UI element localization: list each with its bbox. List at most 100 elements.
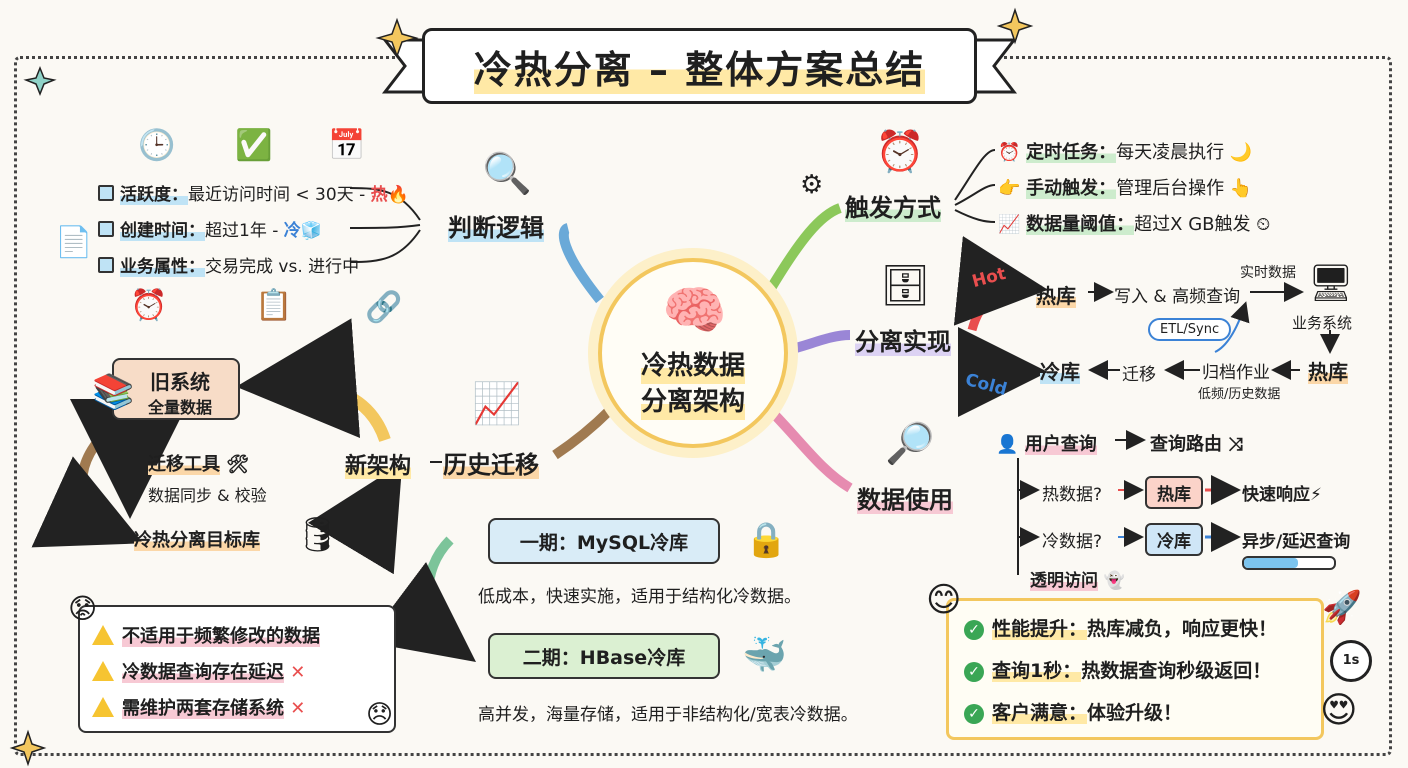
hot-question: 热数据? bbox=[1042, 485, 1103, 505]
clock-icon: ⏰ bbox=[998, 142, 1021, 163]
trigger-item-threshold: 📈 数据量阈值：超过X GB触发 ⏲ bbox=[998, 214, 1271, 235]
usage-hot-db: 热库 bbox=[1145, 476, 1203, 509]
hot-db-label: 热库 bbox=[1036, 284, 1076, 308]
new-arch: 新架构 bbox=[345, 454, 412, 479]
async-progress-bar bbox=[1242, 556, 1336, 570]
branch-migration bbox=[552, 406, 614, 460]
branch-icon: ⤨ bbox=[1228, 434, 1243, 455]
warning-item: 不适用于频繁修改的数据 bbox=[92, 622, 320, 648]
clipboard-icon: 📋 bbox=[255, 288, 293, 323]
center-label: 冷热数据 分离架构 bbox=[602, 348, 784, 420]
tools-icon: 🛠 bbox=[226, 454, 250, 475]
async-progress-fill bbox=[1244, 558, 1298, 568]
document-icon: 📄 bbox=[55, 225, 93, 260]
user-icon: 👤 bbox=[996, 434, 1019, 455]
judge-item-activity: 活跃度：最近访问时间 < 30天 - 热🔥 bbox=[98, 180, 409, 205]
query-route: 查询路由 ⤨ bbox=[1150, 434, 1243, 455]
warning-icon bbox=[92, 661, 114, 681]
center-node: 🧠 冷热数据 分离架构 bbox=[598, 258, 788, 448]
fast-response: 快速响应⚡ bbox=[1242, 485, 1322, 505]
trigger-item-manual: 👉 手动触发：管理后台操作 👆 bbox=[998, 178, 1253, 199]
ice-icon: 🧊 bbox=[300, 221, 322, 241]
calendar-icon: 📅 bbox=[328, 128, 366, 163]
phase-1-banner: 一期：MySQL冷库 bbox=[488, 518, 720, 564]
tap-hand-icon: 👆 bbox=[1229, 178, 1253, 199]
fire-icon: 🔥 bbox=[387, 185, 409, 205]
check-icon: ✓ bbox=[964, 620, 984, 640]
migrate-label: 迁移 bbox=[1122, 365, 1156, 385]
gear-icon: ⚙ bbox=[800, 170, 824, 200]
business-system-label: 业务系统 bbox=[1292, 314, 1353, 332]
usage-title: 数据使用 bbox=[857, 486, 953, 514]
hot-db-label-2: 热库 bbox=[1308, 360, 1348, 384]
pointing-hand-icon: 👉 bbox=[998, 178, 1021, 199]
worried-face-icon: 😟 bbox=[68, 592, 98, 625]
archive-sub-label: 低频/历史数据 bbox=[1198, 387, 1281, 402]
checkbox-icon: ✅ bbox=[235, 128, 273, 163]
server-icon: 🗄 bbox=[880, 263, 931, 309]
monitor-icon: 🖥 bbox=[1308, 263, 1354, 304]
target-db: 冷热分离目标库 bbox=[134, 530, 260, 551]
smile-face-icon: 😊 bbox=[926, 580, 962, 620]
old-system-sub: 全量数据 bbox=[148, 398, 213, 417]
lock-icon: 🔒 bbox=[745, 520, 788, 560]
old-system-label: 旧系统 bbox=[150, 370, 210, 394]
migration-tool: 迁移工具 🛠 bbox=[148, 454, 250, 475]
check-icon: ✓ bbox=[964, 704, 984, 724]
separation-title: 分离实现 bbox=[855, 328, 951, 356]
cross-icon: ✕ bbox=[290, 698, 306, 719]
alarm-icon: ⏰ bbox=[130, 288, 168, 323]
judge-item-business: 业务属性：交易完成 vs. 进行中 bbox=[98, 252, 359, 277]
warning-item: 需维护两套存储系统 ✕ bbox=[92, 694, 305, 720]
growth-chart-icon: 📈 bbox=[472, 381, 522, 427]
phase-1-title: 一期：MySQL冷库 bbox=[519, 531, 689, 554]
stopwatch-icon: 1s bbox=[1330, 640, 1372, 682]
check-icon: ✓ bbox=[964, 662, 984, 682]
ghost-icon: 👻 bbox=[1103, 571, 1126, 591]
judge-title: 判断逻辑 bbox=[448, 214, 544, 242]
warning-icon bbox=[92, 697, 114, 717]
benefit-item: ✓客户满意：体验升级！ bbox=[964, 698, 1182, 725]
migration-tool-sub: 数据同步 & 校验 bbox=[148, 486, 267, 505]
chart-up-icon: 📈 bbox=[998, 214, 1021, 235]
trigger-item-scheduled: ⏰ 定时任务：每天凌晨执行 🌙 bbox=[998, 142, 1253, 163]
archive-label: 归档作业 bbox=[1202, 363, 1270, 383]
cold-question: 冷数据? bbox=[1042, 532, 1103, 552]
brain-icon: 🧠 bbox=[662, 281, 727, 341]
moon-icon: 🌙 bbox=[1229, 142, 1253, 163]
alarm-clock-icon: ⏰ bbox=[875, 129, 925, 175]
rocket-icon: 🚀 bbox=[1322, 588, 1362, 626]
title-banner: 冷热分离 – 整体方案总结 bbox=[422, 28, 977, 104]
gauge-icon: ⏲ bbox=[1256, 214, 1271, 235]
realtime-label: 实时数据 bbox=[1240, 265, 1296, 281]
branch-usage bbox=[766, 406, 853, 493]
branch-trigger bbox=[765, 203, 842, 293]
phase-1-desc: 低成本，快速实施，适用于结构化冷数据。 bbox=[478, 587, 801, 607]
usage-cold-db: 冷库 bbox=[1145, 523, 1203, 556]
whale-icon: 🐳 bbox=[742, 635, 787, 676]
benefit-item: ✓查询1秒：热数据查询秒级返回！ bbox=[964, 656, 1271, 683]
phase-2-desc: 高并发，海量存储，适用于非结构化/宽表冷数据。 bbox=[478, 705, 858, 725]
judge-item-created: 创建时间：超过1年 - 冷🧊 bbox=[98, 216, 322, 241]
sad-face-icon: 😞 bbox=[366, 700, 394, 730]
clock-icon: 🕒 bbox=[138, 128, 176, 163]
database-stack-icon: 🛢 bbox=[296, 515, 340, 555]
transparent-access: 透明访问 👻 bbox=[1030, 571, 1126, 591]
flowchart-icon: 🔗 bbox=[365, 290, 403, 325]
phase-2-banner: 二期：HBase冷库 bbox=[488, 633, 720, 679]
cross-icon: ✕ bbox=[290, 662, 306, 683]
checkbox-marker bbox=[98, 185, 114, 201]
lightning-icon: ⚡ bbox=[1310, 485, 1322, 505]
books-icon: 📚 bbox=[92, 372, 135, 412]
async-query: 异步/延迟查询 bbox=[1242, 532, 1351, 552]
benefit-item: ✓性能提升：热库减负，响应更快！ bbox=[964, 614, 1277, 641]
cold-db-label: 冷库 bbox=[1040, 360, 1080, 384]
warning-item: 冷数据查询存在延迟 ✕ bbox=[92, 658, 305, 684]
database-search-icon: 🔎 bbox=[885, 421, 935, 467]
migration-title: 历史迁移 bbox=[443, 451, 539, 479]
hot-flow-label: 写入 & 高频查询 bbox=[1114, 287, 1241, 307]
magnifier-icon: 🔍 bbox=[482, 151, 532, 197]
warning-icon bbox=[92, 625, 114, 645]
